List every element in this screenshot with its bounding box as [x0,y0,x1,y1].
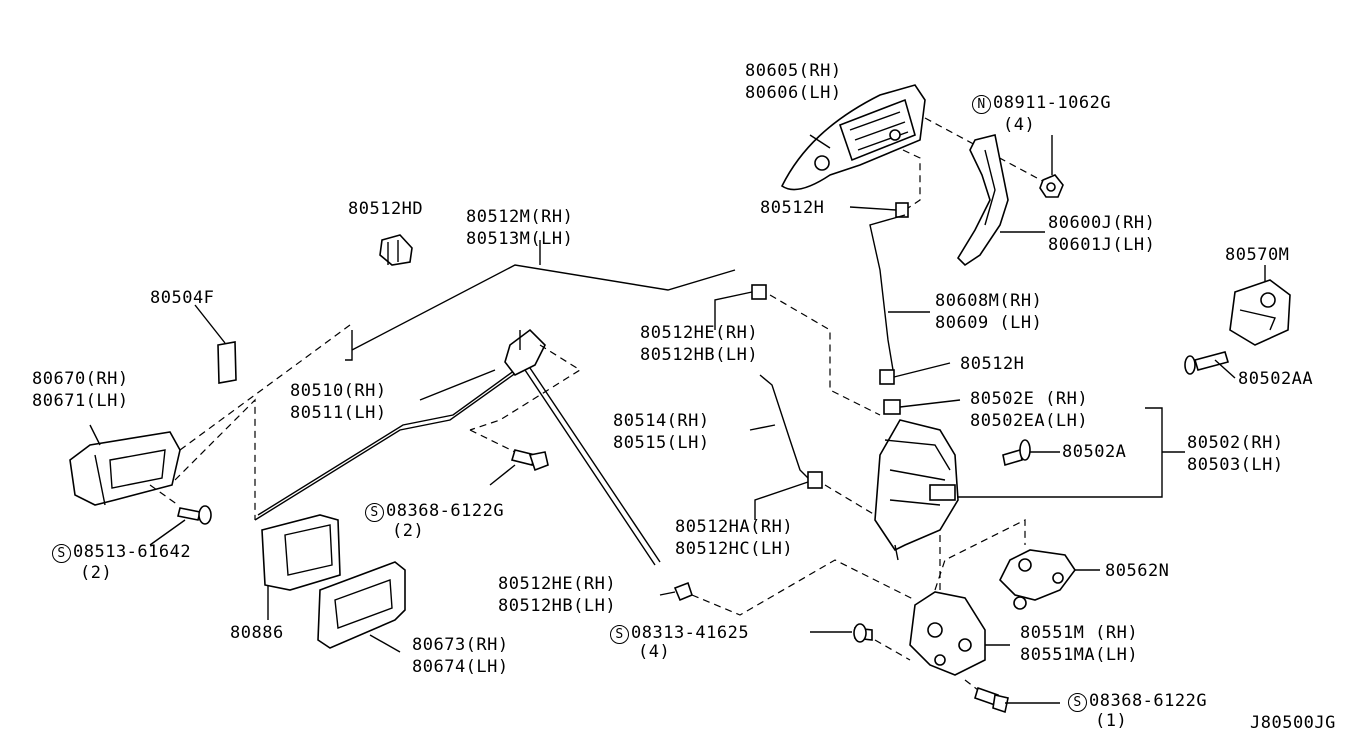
label-80512m: 80512M(RH) [466,207,574,227]
pad-80504f [217,341,237,384]
motor-80562n-part [999,549,1076,610]
clip-80512he-lower [673,581,693,602]
label-08911-text: 08911-1062G [993,93,1112,113]
label-80512hd: 80512HD [348,199,424,219]
label-80502ea: 80502EA(LH) [970,411,1089,431]
screw-symbol-icon: S [52,544,71,563]
label-80502e: 80502E (RH) [970,389,1089,409]
label-80674: 80674(LH) [412,657,509,677]
label-80512he-lower: 80512HE(RH) [498,574,617,594]
label-80502a: 80502A [1062,442,1127,462]
label-80512h-mid: 80512H [960,354,1025,374]
label-80512hb-lower: 80512HB(LH) [498,596,617,616]
handle-bracket-part [956,134,1009,267]
label-80609: 80609 (LH) [935,313,1043,333]
label-80512ha: 80512HA(RH) [675,517,794,537]
label-80673: 80673(RH) [412,635,509,655]
label-80606: 80606(LH) [745,83,842,103]
label-80600j: 80600J(RH) [1048,213,1156,233]
striker-80570m-part [1229,279,1291,346]
cable-end-bracket [504,328,546,377]
label-08911-qty: (4) [1003,115,1036,135]
label-80670: 80670(RH) [32,369,129,389]
label-80513m: 80513M(LH) [466,229,574,249]
escutcheon-80673-part [317,561,406,649]
screw-symbol-icon: S [610,625,629,644]
screw-symbol-icon: S [1068,693,1087,712]
screw-80502aa [1184,351,1230,375]
clip-80512he-upper [751,284,767,300]
label-80551ma: 80551MA(LH) [1020,645,1139,665]
screw-08313 [853,623,873,643]
label-80562n: 80562N [1105,561,1170,581]
label-80511: 80511(LH) [290,403,387,423]
clip-80502e [883,399,901,415]
nut-part [1039,174,1064,198]
label-80504f: 80504F [150,288,215,308]
label-80601j: 80601J(LH) [1048,235,1156,255]
label-80515: 80515(LH) [613,433,710,453]
label-80512he-upper: 80512HE(RH) [640,323,759,343]
label-08513-qty: (2) [80,563,113,583]
door-lock-assembly-part [874,419,959,561]
label-80570m: 80570M [1225,245,1290,265]
label-80512h-top: 80512H [760,198,825,218]
label-08368-b-text: 08368-6122G [1089,691,1208,711]
label-80514: 80514(RH) [613,411,710,431]
label-08368-b-qty: (1) [1095,711,1128,731]
label-08313-text: 08313-41625 [631,623,750,643]
screw-80502a [1002,439,1031,467]
clip-80512h-mid [879,369,895,385]
clip-80512h-top [895,202,909,218]
screw-08368-b [974,686,1009,714]
clip-80512hd [379,234,413,266]
label-80502aa: 80502AA [1238,369,1314,389]
label-80886: 80886 [230,623,284,643]
label-80608m: 80608M(RH) [935,291,1043,311]
door-lock-actuator-part [909,591,986,676]
screw-symbol-icon: S [365,503,384,522]
clip-80512ha [807,471,823,489]
label-80551m: 80551M (RH) [1020,623,1139,643]
label-80512hb-upper: 80512HB(LH) [640,345,759,365]
label-08513-text: 08513-61642 [73,542,192,562]
label-80510: 80510(RH) [290,381,387,401]
label-80502: 80502(RH) [1187,433,1284,453]
label-80671: 80671(LH) [32,391,129,411]
diagram-id: J80500JG [1250,713,1336,733]
label-80503: 80503(LH) [1187,455,1284,475]
screw-08368-a [510,449,549,472]
outside-handle-part [780,84,926,191]
label-08368-a-text: 08368-6122G [386,501,505,521]
bezel-80886-part [261,514,341,591]
screw-08513 [177,505,212,525]
label-08313-qty: (4) [638,642,671,662]
label-80512hc: 80512HC(LH) [675,539,794,559]
nut-symbol-icon: N [972,95,991,114]
label-80605: 80605(RH) [745,61,842,81]
label-08368-a-qty: (2) [392,521,425,541]
